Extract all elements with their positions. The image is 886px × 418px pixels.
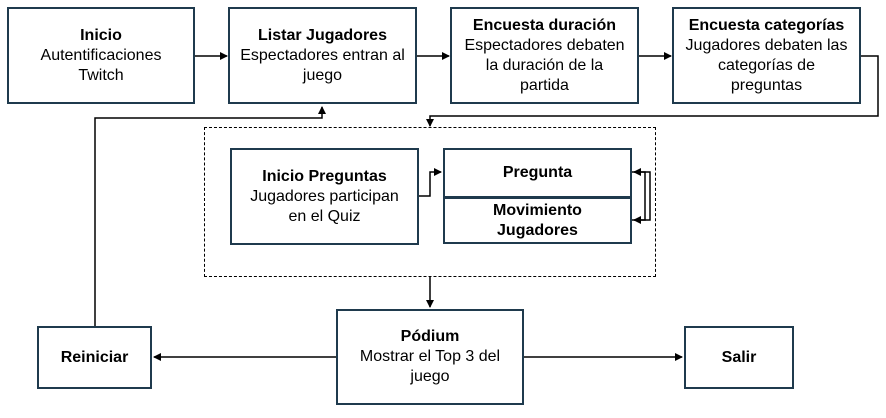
node-divider [445,196,630,199]
node-reiniciar-title: Reiniciar [60,348,129,366]
node-pregunta-movimiento: Pregunta Movimiento Jugadores [443,148,632,244]
node-inicio-title: Inicio [80,26,122,44]
node-reiniciar: Reiniciar [37,326,152,389]
node-inicio-subtitle: Autentificaciones Twitch [40,46,162,84]
node-inicio-preguntas-subtitle: Jugadores participan en el Quiz [250,187,399,225]
node-categorias-subtitle: Jugadores debaten las categorías de preg… [685,36,848,94]
edge-movimiento-pregunta [632,168,651,221]
node-inicio: Inicio Autentificaciones Twitch [7,7,195,104]
node-duracion-title: Encuesta duración [472,16,617,34]
node-encuesta-duracion: Encuesta duración Espectadores debaten l… [450,7,639,104]
node-movimiento: Movimiento Jugadores [445,199,630,242]
node-duracion-subtitle: Espectadores debaten la duración de la p… [464,36,625,94]
edge-categorias-quiz [426,55,879,127]
node-encuesta-categorias: Encuesta categorías Jugadores debaten la… [672,7,861,104]
edge-inicio-preguntas-pregunta [419,168,442,197]
node-listar-jugadores: Listar Jugadores Espectadores entran al … [228,7,417,104]
node-podium-title: Pódium [400,328,460,345]
edge-reiniciar-listar [94,106,326,326]
node-pregunta: Pregunta [445,150,630,196]
node-podium-subtitle: Mostrar el Top 3 del juego [359,348,501,385]
node-inicio-preguntas: Inicio Preguntas Jugadores participan en… [230,148,419,245]
node-listar-title: Listar Jugadores [258,26,387,44]
node-movimiento-title: Movimiento Jugadores [493,201,582,239]
node-salir: Salir [684,326,794,389]
node-categorias-title: Encuesta categorías [688,16,845,34]
node-inicio-preguntas-title: Inicio Preguntas [262,167,387,185]
quiz-group [204,127,656,277]
node-podium: Pódium Mostrar el Top 3 del juego [336,309,524,405]
node-pregunta-title: Pregunta [502,164,573,181]
node-listar-subtitle: Espectadores entran al juego [240,46,405,84]
node-salir-title: Salir [721,348,757,366]
